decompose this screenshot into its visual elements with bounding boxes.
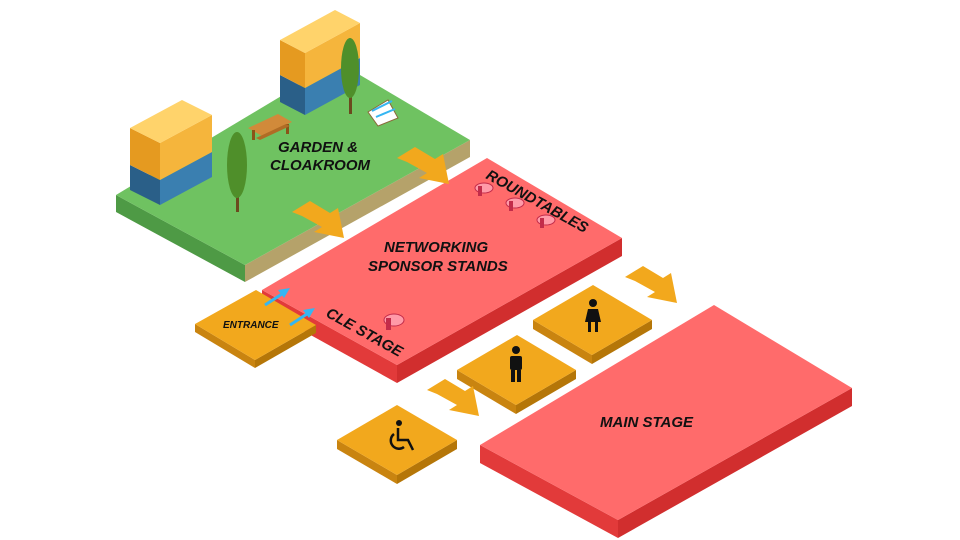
round-table-icon [536, 214, 556, 228]
garden-label-line2: CLOAKROOM [270, 157, 370, 174]
male-toilet-icon [510, 346, 522, 382]
networking-top [262, 158, 622, 365]
direction-arrow [292, 201, 344, 238]
shipping-container-icon [280, 10, 360, 115]
networking-label-line1: NETWORKING [384, 239, 488, 256]
networking-label-line2: SPONSOR STANDS [368, 258, 508, 275]
direction-arrow [625, 266, 677, 303]
round-table-icon [474, 182, 494, 196]
entrance-arrow-icon [264, 288, 290, 307]
female-toilet-icon [585, 299, 601, 332]
main-stage-side-left [480, 445, 618, 538]
main-stage-zone[interactable] [480, 305, 852, 538]
garden-label-line1: GARDEN & [278, 139, 358, 156]
entrance-zone[interactable] [195, 290, 316, 368]
direction-arrow [427, 379, 479, 416]
entrance-label: ENTRANCE [223, 320, 279, 331]
tree-icon [227, 132, 247, 212]
main-stage-top [480, 305, 852, 520]
picnic-table-icon [248, 114, 292, 140]
round-table-icon [505, 197, 525, 211]
direction-arrow [397, 147, 449, 184]
networking-side-right [397, 238, 622, 383]
garden-side-right [245, 140, 470, 282]
female-toilet-zone[interactable] [533, 285, 652, 364]
wheelchair-icon [389, 420, 415, 451]
main-stage-side-right [618, 388, 852, 538]
accessible-zone[interactable] [337, 405, 457, 484]
shipping-container-icon [130, 100, 212, 205]
deck-chair-icon [367, 99, 399, 127]
main-stage-label: MAIN STAGE [600, 414, 694, 431]
tree-icon [341, 38, 359, 114]
entrance-arrow-icon [289, 308, 315, 327]
round-table-icon [383, 313, 405, 330]
garden-side-left [116, 195, 245, 282]
